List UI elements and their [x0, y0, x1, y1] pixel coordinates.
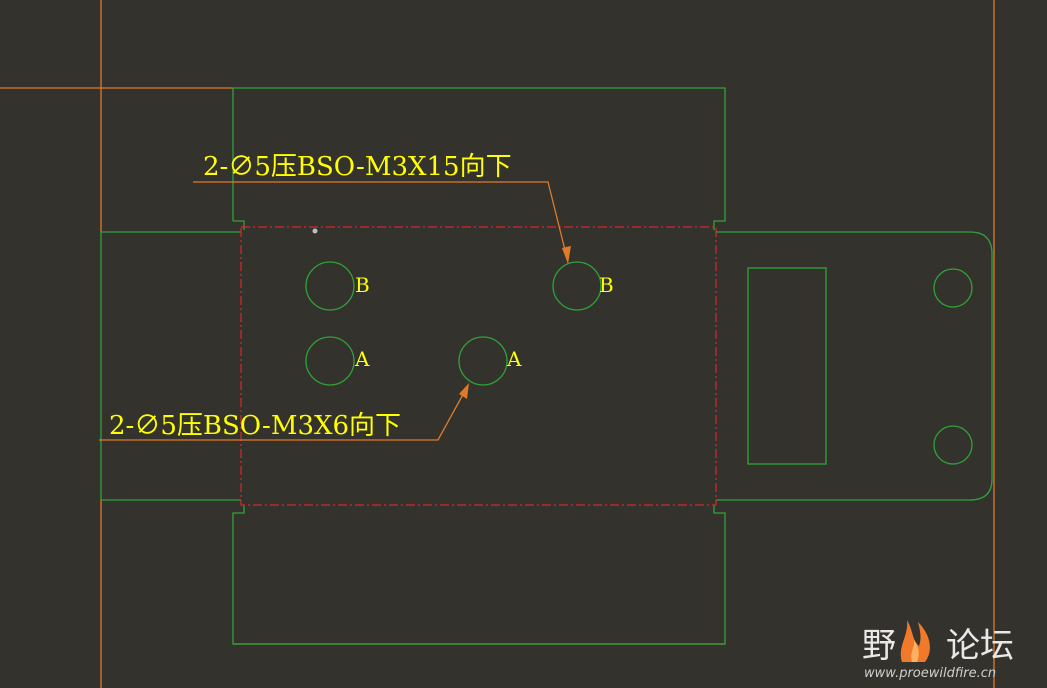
top-flange — [232, 87, 726, 230]
cursor-mark — [312, 228, 318, 234]
rectangular-slot — [747, 267, 827, 465]
hole-label-b-left: B — [355, 273, 370, 297]
hole-a-left — [305, 336, 355, 386]
right-flange-hole-bottom — [933, 425, 973, 465]
watermark-text-right: 论坛 — [946, 626, 1014, 666]
watermark: 野 论坛 www.proewildfire.cn — [862, 620, 1014, 681]
hole-label-a-right: A — [506, 347, 522, 371]
bottom-callout-text: 2-∅5压BSO-M3X6向下 — [109, 411, 401, 441]
hole-b-right — [552, 261, 602, 311]
bend-line-rectangle — [240, 226, 717, 506]
right-flange-hole-top — [933, 268, 973, 308]
right-flange — [716, 231, 993, 501]
hole-a-right — [458, 336, 508, 386]
top-callout: 2-∅5压BSO-M3X15向下 — [193, 152, 571, 264]
bottom-leader-arrow — [459, 383, 469, 399]
top-leader-line — [193, 181, 568, 259]
flame-icon — [900, 620, 930, 662]
top-flange-left-notch — [233, 220, 245, 230]
hole-label-a-left: A — [354, 347, 370, 371]
bottom-callout: 2-∅5压BSO-M3X6向下 — [99, 383, 469, 441]
top-callout-text: 2-∅5压BSO-M3X15向下 — [203, 152, 512, 182]
bottom-leader-line — [99, 388, 467, 441]
orange-sheet-outline — [0, 0, 995, 688]
hole-b-left — [305, 261, 355, 311]
bottom-flange — [232, 505, 726, 645]
bend-lines — [240, 226, 717, 506]
watermark-url: www.proewildfire.cn — [864, 666, 996, 681]
hole-label-b-right: B — [599, 273, 614, 297]
green-part-outline — [100, 87, 993, 645]
top-leader-arrow — [562, 246, 571, 264]
watermark-text-left: 野 — [862, 626, 896, 666]
